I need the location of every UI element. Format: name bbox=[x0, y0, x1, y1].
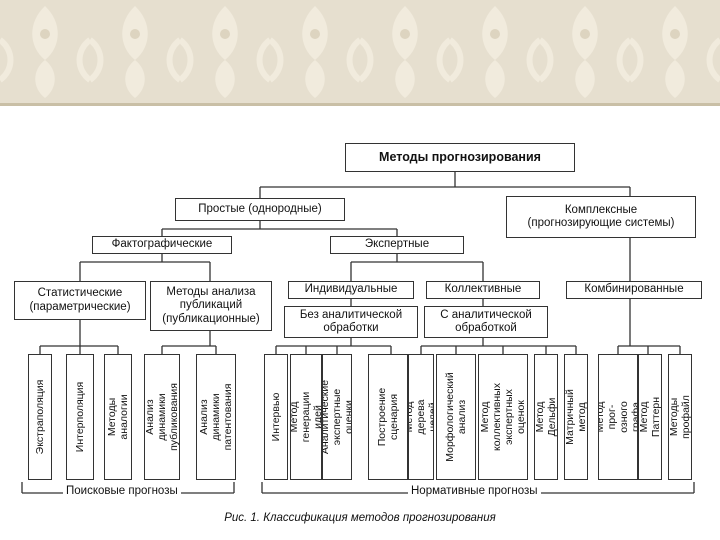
expert-box: Экспертные bbox=[330, 236, 464, 254]
method-label: Интерполяция bbox=[74, 382, 86, 452]
individual-box: Индивидуальные bbox=[288, 281, 414, 299]
method-box-pattern: Метод Паттерн bbox=[638, 354, 662, 480]
combined-box: Комбинированные bbox=[566, 281, 702, 299]
with-analytic-box: С аналитической обработкой bbox=[424, 306, 548, 338]
method-box-analytic-expert: Аналитические экспертные оценки bbox=[322, 354, 352, 480]
method-box-delphi: Метод Дельфи bbox=[534, 354, 558, 480]
method-label: Методы аналогии bbox=[106, 394, 130, 439]
method-box-analogy: Методы аналогии bbox=[104, 354, 132, 480]
method-label: Метод Паттерн bbox=[638, 397, 662, 437]
method-label: Метод прог-озного графа bbox=[598, 401, 638, 433]
method-label: Метод дерева целей bbox=[408, 400, 434, 435]
method-box-publication-dynamics: Анализ динамики публикования bbox=[144, 354, 180, 480]
publications-box: Методы анализа публикаций (публикационны… bbox=[150, 281, 272, 331]
method-label: Экстраполяция bbox=[34, 380, 46, 455]
statistical-box: Статистические (параметрические) bbox=[14, 281, 146, 320]
figure-caption: Рис. 1. Классификация методов прогнозиро… bbox=[0, 512, 720, 524]
method-box-idea-generation: Метод генерации идей bbox=[290, 354, 322, 480]
method-box-interpolation: Интерполяция bbox=[66, 354, 94, 480]
method-label: Анализ динамики патентования bbox=[198, 384, 234, 451]
method-box-matrix: Матричный метод bbox=[564, 354, 588, 480]
search-forecasts-label: Поисковые прогнозы bbox=[63, 485, 181, 497]
method-box-profile: Методы профайл bbox=[668, 354, 692, 480]
method-label: Построение сценария bbox=[376, 388, 400, 446]
method-box-forecast-graph: Метод прог-озного графа bbox=[598, 354, 638, 480]
method-label: Метод генерации идей bbox=[290, 392, 322, 443]
method-label: Морфологический анализ bbox=[444, 372, 468, 461]
method-label: Интервью bbox=[270, 393, 282, 442]
method-box-scenario: Построение сценария bbox=[368, 354, 408, 480]
method-box-morphological: Морфологический анализ bbox=[436, 354, 476, 480]
collective-box: Коллективные bbox=[426, 281, 540, 299]
method-box-extrapolation: Экстраполяция bbox=[28, 354, 52, 480]
no-analytic-box: Без аналитической обработки bbox=[284, 306, 418, 338]
method-box-interview: Интервью bbox=[264, 354, 288, 480]
method-box-patent-dynamics: Анализ динамики патентования bbox=[196, 354, 236, 480]
method-label: Метод Дельфи bbox=[534, 398, 558, 437]
method-box-collective-expert: Метод коллективных экспертных оценок bbox=[478, 354, 528, 480]
normative-forecasts-label: Нормативные прогнозы bbox=[408, 485, 541, 497]
method-label: Методы профайл bbox=[668, 395, 692, 439]
diagram-title-box: Методы прогнозирования bbox=[345, 143, 575, 172]
method-box-goal-tree: Метод дерева целей bbox=[408, 354, 434, 480]
complex-methods-box: Комплексные (прогнозирующие системы) bbox=[506, 196, 696, 238]
method-label: Метод коллективных экспертных оценок bbox=[479, 383, 527, 451]
method-label: Аналитические экспертные оценки bbox=[322, 380, 352, 454]
method-label: Анализ динамики публикования bbox=[144, 383, 180, 451]
factographic-box: Фактографические bbox=[92, 236, 232, 254]
method-label: Матричный метод bbox=[564, 389, 588, 445]
simple-methods-box: Простые (однородные) bbox=[175, 198, 345, 221]
